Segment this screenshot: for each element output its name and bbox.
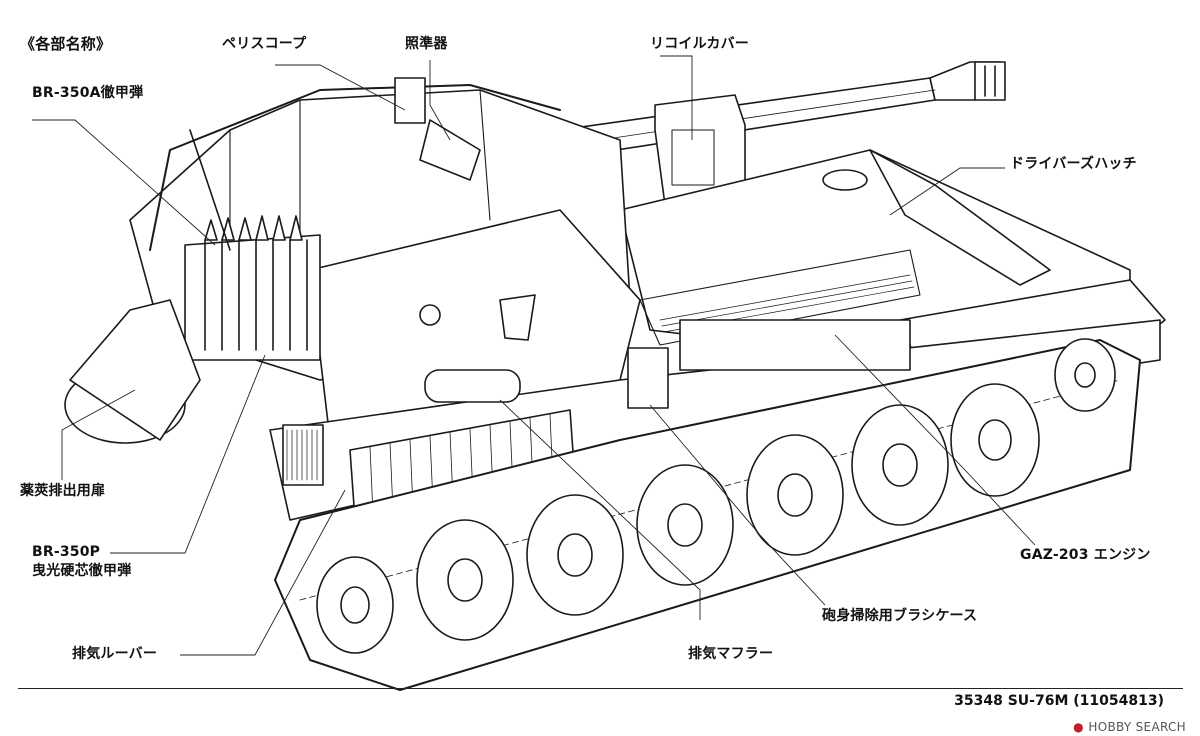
label-br350p-2: 曳光硬芯徹甲弾	[32, 563, 132, 579]
leader-case-door	[61, 389, 136, 480]
brush-case	[627, 347, 669, 409]
footer-rule	[18, 688, 1183, 689]
label-muffler: 排気マフラー	[688, 646, 774, 662]
watermark-logo: ● HOBBY SEARCH	[1073, 720, 1186, 734]
front-armor-plate	[309, 209, 641, 441]
label-engine: GAZ-203 エンジン	[1020, 547, 1151, 563]
leader-engine	[834, 334, 1036, 546]
label-br350a: BR-350A徹甲弾	[32, 85, 144, 101]
label-br350p-1: BR-350P	[32, 544, 101, 560]
leader-br350p	[110, 354, 266, 554]
engine-housing	[679, 319, 911, 371]
watermark-text: HOBBY SEARCH	[1088, 720, 1186, 734]
exhaust-louver	[282, 424, 324, 486]
section-title: 《各部名称》	[20, 35, 112, 53]
leader-br350a	[32, 119, 216, 246]
label-recoil-cover: リコイルカバー	[650, 36, 749, 52]
label-case-door: 薬莢排出用扉	[20, 483, 106, 499]
leader-brush	[649, 404, 826, 606]
label-driver-hatch: ドライバーズハッチ	[1010, 156, 1137, 172]
leader-sight	[429, 60, 451, 141]
leader-periscope	[275, 64, 406, 111]
footer-text: 35348 SU-76M (11054813)	[954, 693, 1164, 709]
ammo-rack	[184, 215, 321, 361]
periscope	[394, 77, 426, 124]
leader-recoil	[660, 55, 693, 140]
road-wheels	[316, 338, 1116, 654]
leader-louver	[180, 489, 346, 656]
label-louver: 排気ルーバー	[72, 646, 158, 662]
gun-sight	[419, 119, 481, 181]
gun-barrel	[559, 61, 1006, 156]
label-sight: 照準器	[405, 36, 448, 52]
leader-muffler	[499, 399, 701, 620]
label-periscope: ペリスコープ	[222, 36, 307, 52]
leader-driver	[889, 167, 1005, 216]
exhaust-muffler	[424, 369, 521, 403]
label-brush-case: 砲身掃除用ブラシケース	[822, 608, 978, 624]
